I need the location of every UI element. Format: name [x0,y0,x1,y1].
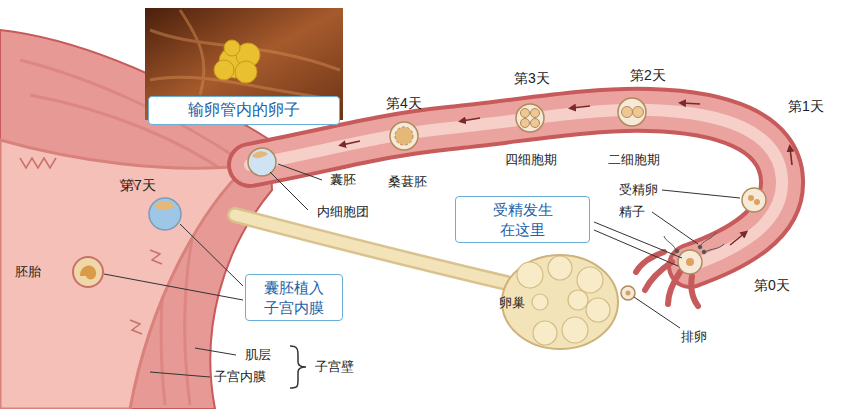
callout-text: 受精发生在这里 [491,200,554,239]
morula [390,122,418,150]
day-label: 第0天 [754,277,790,294]
fimbriae [636,252,698,306]
zygote [742,188,766,212]
blastocyst-day7 [149,198,181,230]
callout-box: 囊胚植入子宫内膜 [245,274,343,321]
organ-label: 卵巢 [499,295,525,311]
part-label: 子宫壁 [315,359,354,375]
two-cell [618,98,646,126]
photo-streaks [150,10,340,100]
photo-caption: 输卵管内的卵子 [148,96,340,125]
sperm [664,232,724,254]
fallopian-tube [250,110,782,266]
callout-text: 囊胚植入子宫内膜 [263,278,326,317]
stage-label: 桑葚胚 [388,174,427,190]
ovary-follicles [517,256,610,345]
day-label: 第3天 [514,70,550,87]
stage-label: 囊胚 [330,172,356,188]
part-label: 内细胞团 [317,204,369,220]
callout-box: 受精发生在这里 [455,196,590,243]
day-label: 第1天 [788,98,824,115]
tube-lumen [250,110,782,266]
four-cell [516,104,544,132]
stage-label: 四细胞期 [505,152,557,168]
embryo [73,257,103,287]
part-label: 受精卵 [619,182,658,198]
part-label: 排卵 [681,329,707,345]
part-label: 肌层 [245,347,271,363]
blastocyst [248,148,276,176]
day-label: 第2天 [630,67,666,84]
flow-arrows [342,103,792,245]
uterine-cavity [0,140,248,409]
endometrium-folds [20,158,162,334]
callout-text: 输卵管内的卵子 [188,100,300,121]
part-label: 子宫内膜 [214,369,266,385]
egg-day0 [621,286,635,300]
part-label: 胚胎 [15,264,41,280]
fallopian-tube-outline [250,110,782,266]
day-label: 第4天 [386,95,422,112]
bracket [290,346,306,388]
part-label: 精子 [619,204,645,220]
stage-label: 二细胞期 [608,152,660,168]
egg-photo [214,40,260,83]
day-label: 第7天 [120,177,156,194]
fertilized-egg [678,250,702,274]
leader-lines [104,164,740,377]
